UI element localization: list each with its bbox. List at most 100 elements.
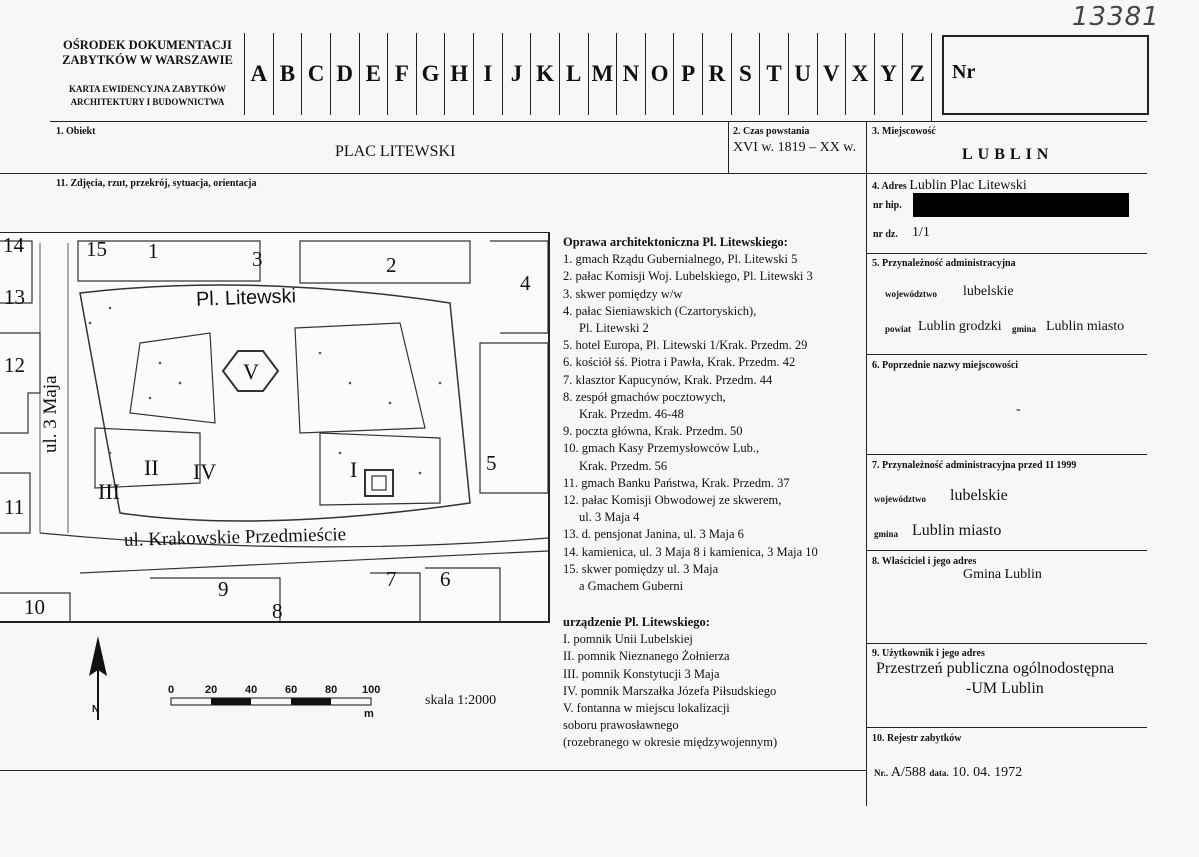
wlasciciel-label: 8. Właściciel i jego adres (872, 556, 977, 567)
nr-dz-value: 1/1 (912, 225, 930, 240)
oprawa-item: a Gmachem Guberni (579, 579, 684, 594)
zdjecia-label: 11. Zdjęcia, rzut, przekrój, sytuacja, o… (56, 178, 257, 189)
letter-cell: V (816, 33, 846, 115)
oprawa-item: 14. kamienica, ul. 3 Maja 8 i kamienica,… (563, 544, 818, 559)
woj2-value: lubelskie (950, 487, 1008, 504)
oprawa-item: 6. kościół śś. Piotra i Pawła, Krak. Prz… (563, 355, 796, 370)
nr-dz-label: nr dz. (873, 229, 898, 240)
oprawa-title: Oprawa architektoniczna Pl. Litewskiego: (563, 235, 788, 249)
wojewodztwo-value: lubelskie (963, 284, 1014, 299)
map-building (370, 572, 421, 621)
oprawa-item: 9. poczta główna, Krak. Przedm. 50 (563, 424, 743, 439)
letter-cell: K (530, 33, 559, 115)
oprawa-item: 4. pałac Sieniawskich (Czartoryskich), (563, 303, 757, 318)
wlasciciel-value: Gmina Lublin (963, 567, 1042, 582)
scale-tick: 20 (205, 684, 218, 696)
org-line-2: ZABYTKÓW W WARSZAWIE (62, 53, 233, 67)
adres-label: 4. Adres Lublin Plac Litewski (872, 178, 1027, 194)
poprzednie-label: 6. Poprzednie nazwy miejscowości (872, 360, 1019, 371)
scale-tick: 100 (362, 684, 381, 696)
letter-cell: P (673, 33, 702, 115)
scale-bar (170, 697, 372, 706)
card-type: KARTA EWIDENCYJNA ZABYTKÓW ARCHITEKTURY … (55, 83, 240, 109)
org-line-1: OŚRODEK DOKUMENTACJI (63, 38, 232, 52)
scale-ticks: 0 20 40 60 80 100 (160, 684, 390, 698)
map-building (425, 567, 501, 621)
letter-cell: M (587, 33, 617, 115)
oprawa-item: 13. d. pensjonat Janina, ul. 3 Maja 6 (563, 527, 744, 542)
scale-tick: 80 (325, 684, 338, 696)
letter-cell: A (244, 33, 273, 115)
card-line-1: KARTA EWIDENCYJNA ZABYTKÓW (68, 84, 227, 94)
map-num-14: 14 (3, 233, 24, 257)
map-num-15: 15 (86, 237, 107, 261)
nr-label: Nr (952, 61, 976, 83)
map-monument-IV: IV (193, 459, 217, 484)
north-arrow-icon (89, 636, 107, 720)
map-num-2: 2 (386, 253, 397, 277)
adres-label-text: 4. Adres (872, 181, 907, 192)
site-map: 14 13 12 11 10 15 1 3 2 4 5 9 8 7 6 Pl. … (0, 232, 550, 623)
przynaleznosc-label: 5. Przynależność administracyjna (872, 258, 1016, 269)
oprawa-item: 11. gmach Banku Państwa, Krak. Przedm. 3… (563, 475, 790, 490)
map-building (490, 240, 549, 334)
oprawa-item: 2. pałac Komisji Woj. Lubelskiego, Pl. L… (563, 269, 813, 284)
obiekt-value: PLAC LITEWSKI (335, 143, 456, 160)
letter-cell: F (387, 33, 416, 115)
rejestr-nr-label: Nr.. (874, 768, 889, 778)
org-name: OŚRODEK DOKUMENTACJI ZABYTKÓW W WARSZAWI… (55, 38, 240, 68)
card-line-2: ARCHITEKTURY I BUDOWNICTWA (70, 97, 225, 107)
oprawa-item: 10. gmach Kasy Przemysłowców Lub., (563, 441, 760, 456)
map-num-13: 13 (4, 285, 25, 309)
letter-cell: L (558, 33, 588, 115)
uzytkownik-label: 9. Użytkownik i jego adres (872, 648, 985, 659)
letter-cell: J (501, 33, 531, 115)
letter-cell: T (759, 33, 788, 115)
rejestr-data-value: 10. 04. 1972 (952, 765, 1023, 780)
powiat-value: Lublin grodzki (918, 319, 1002, 334)
map-building (77, 240, 261, 282)
urzadzenie-item: (rozebranego w okresie międzywojennym) (563, 735, 778, 750)
oprawa-item: 8. zespół gmachów pocztowych, (563, 389, 726, 404)
map-num-9: 9 (218, 577, 229, 601)
scale-label: skala 1:2000 (425, 693, 497, 708)
letter-cell: U (787, 33, 817, 115)
nr-hip-label: nr hip. (873, 200, 902, 211)
map-num-10: 10 (24, 595, 45, 619)
map-building (0, 332, 41, 434)
letter-cell: X (845, 33, 874, 115)
oprawa-item: 1. gmach Rządu Gubernialnego, Pl. Litews… (563, 252, 798, 267)
letter-cell: Y (873, 33, 903, 115)
powiat-label: powiat (885, 324, 912, 334)
north-label: N (92, 704, 100, 715)
oprawa-item: 12. pałac Komisji Obwodowej ze skwerem, (563, 493, 782, 508)
miejscowosc-label: 3. Miejscowość (872, 126, 936, 137)
nr-box: Nr (942, 35, 1149, 115)
scale-tick: 40 (245, 684, 258, 696)
map-num-11: 11 (4, 495, 25, 519)
oprawa-item: 15. skwer pomiędzy ul. 3 Maja (563, 561, 719, 576)
map-num-12: 12 (4, 353, 25, 377)
rejestr-nr-value: A/588 (890, 765, 926, 780)
scale-tick: 60 (285, 684, 298, 696)
scale-tick: 0 (168, 684, 175, 696)
letter-cell: D (329, 33, 359, 115)
wojewodztwo-label: województwo (885, 289, 937, 299)
map-street-3maja: ul. 3 Maja (40, 375, 61, 453)
urzadzenie-item: IV. pomnik Marszałka Józefa Piłsudskiego (563, 683, 777, 698)
obiekt-label: 1. Obiekt (56, 126, 96, 137)
urzadzenie-title: urządzenie Pl. Litewskiego: (563, 615, 710, 629)
miejscowosc-value: LUBLIN (962, 146, 1054, 163)
map-num-7: 7 (386, 567, 397, 591)
letter-cell: N (616, 33, 645, 115)
poprzednie-value: - (1016, 402, 1021, 417)
letter-cell: H (444, 33, 473, 115)
oprawa-item: 3. skwer pomiędzy w/w (563, 286, 683, 301)
oprawa-item: Krak. Przedm. 56 (579, 458, 668, 473)
gmina2-value: Lublin miasto (912, 522, 1002, 539)
letter-cell: C (301, 33, 330, 115)
map-num-3: 3 (252, 247, 263, 271)
gmina-value: Lublin miasto (1046, 319, 1125, 334)
redacted-bar (913, 193, 1129, 217)
uzytkownik-line-1: Przestrzeń publiczna ogólnodostępna (876, 660, 1115, 677)
